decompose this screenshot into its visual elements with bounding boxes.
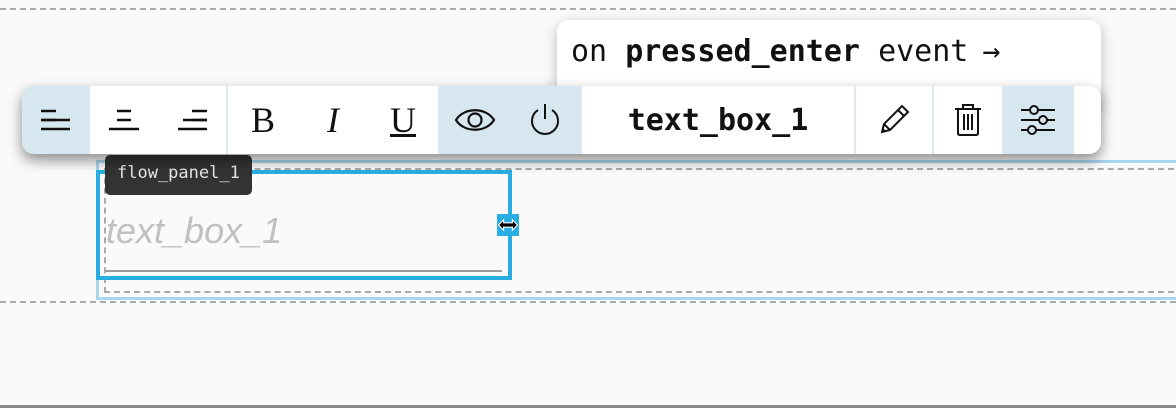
event-link[interactable]: on pressed_enter event → — [571, 34, 1000, 69]
toolbar-divider — [580, 86, 582, 154]
properties-button[interactable] — [1002, 86, 1074, 154]
bold-icon: B — [250, 100, 275, 140]
component-toolbar: B I U text_box_1 — [22, 86, 1101, 154]
event-prefix: on — [571, 34, 608, 69]
enabled-toggle[interactable] — [510, 86, 580, 154]
event-suffix: event — [878, 34, 969, 69]
alignment-group — [22, 86, 226, 154]
toolbar-divider — [438, 86, 440, 154]
text-box-underline — [106, 270, 502, 272]
align-right-button[interactable] — [158, 86, 226, 154]
underline-button[interactable]: U — [368, 86, 438, 154]
visibility-toggle[interactable] — [440, 86, 510, 154]
flow-panel-drop-area — [104, 168, 1176, 293]
trash-icon — [955, 104, 981, 136]
component-name[interactable]: text_box_1 — [627, 102, 809, 138]
horizontal-resize-icon[interactable] — [497, 214, 519, 236]
state-group — [440, 86, 580, 154]
align-right-icon — [178, 109, 207, 131]
edit-button[interactable] — [856, 86, 932, 154]
canvas-guide-bottom — [0, 301, 1176, 303]
text-box-component[interactable]: text_box_1 — [96, 170, 512, 280]
canvas-guide-top — [0, 8, 1176, 10]
event-name: pressed_enter — [625, 34, 860, 69]
toolbar-divider — [854, 86, 856, 154]
text-box-placeholder: text_box_1 — [106, 210, 283, 251]
align-center-button[interactable] — [90, 86, 158, 154]
text-style-group: B I U — [228, 86, 438, 154]
toolbar-divider — [226, 86, 228, 154]
delete-button[interactable] — [934, 86, 1002, 154]
align-center-icon — [109, 109, 139, 131]
eye-icon — [454, 109, 496, 131]
underline-icon: U — [390, 100, 416, 140]
italic-icon: I — [327, 100, 339, 140]
align-left-icon — [41, 109, 70, 131]
align-left-button[interactable] — [22, 86, 90, 154]
toolbar-divider — [932, 86, 934, 154]
bold-button[interactable]: B — [228, 86, 298, 154]
sliders-icon — [1021, 105, 1055, 135]
pencil-icon — [880, 104, 910, 134]
canvas-bottom-edge — [0, 405, 1176, 408]
power-icon — [531, 104, 559, 135]
arrow-right-icon[interactable]: → — [982, 34, 1001, 69]
italic-button[interactable]: I — [298, 86, 368, 154]
flow-panel-label: flow_panel_1 — [105, 155, 252, 195]
